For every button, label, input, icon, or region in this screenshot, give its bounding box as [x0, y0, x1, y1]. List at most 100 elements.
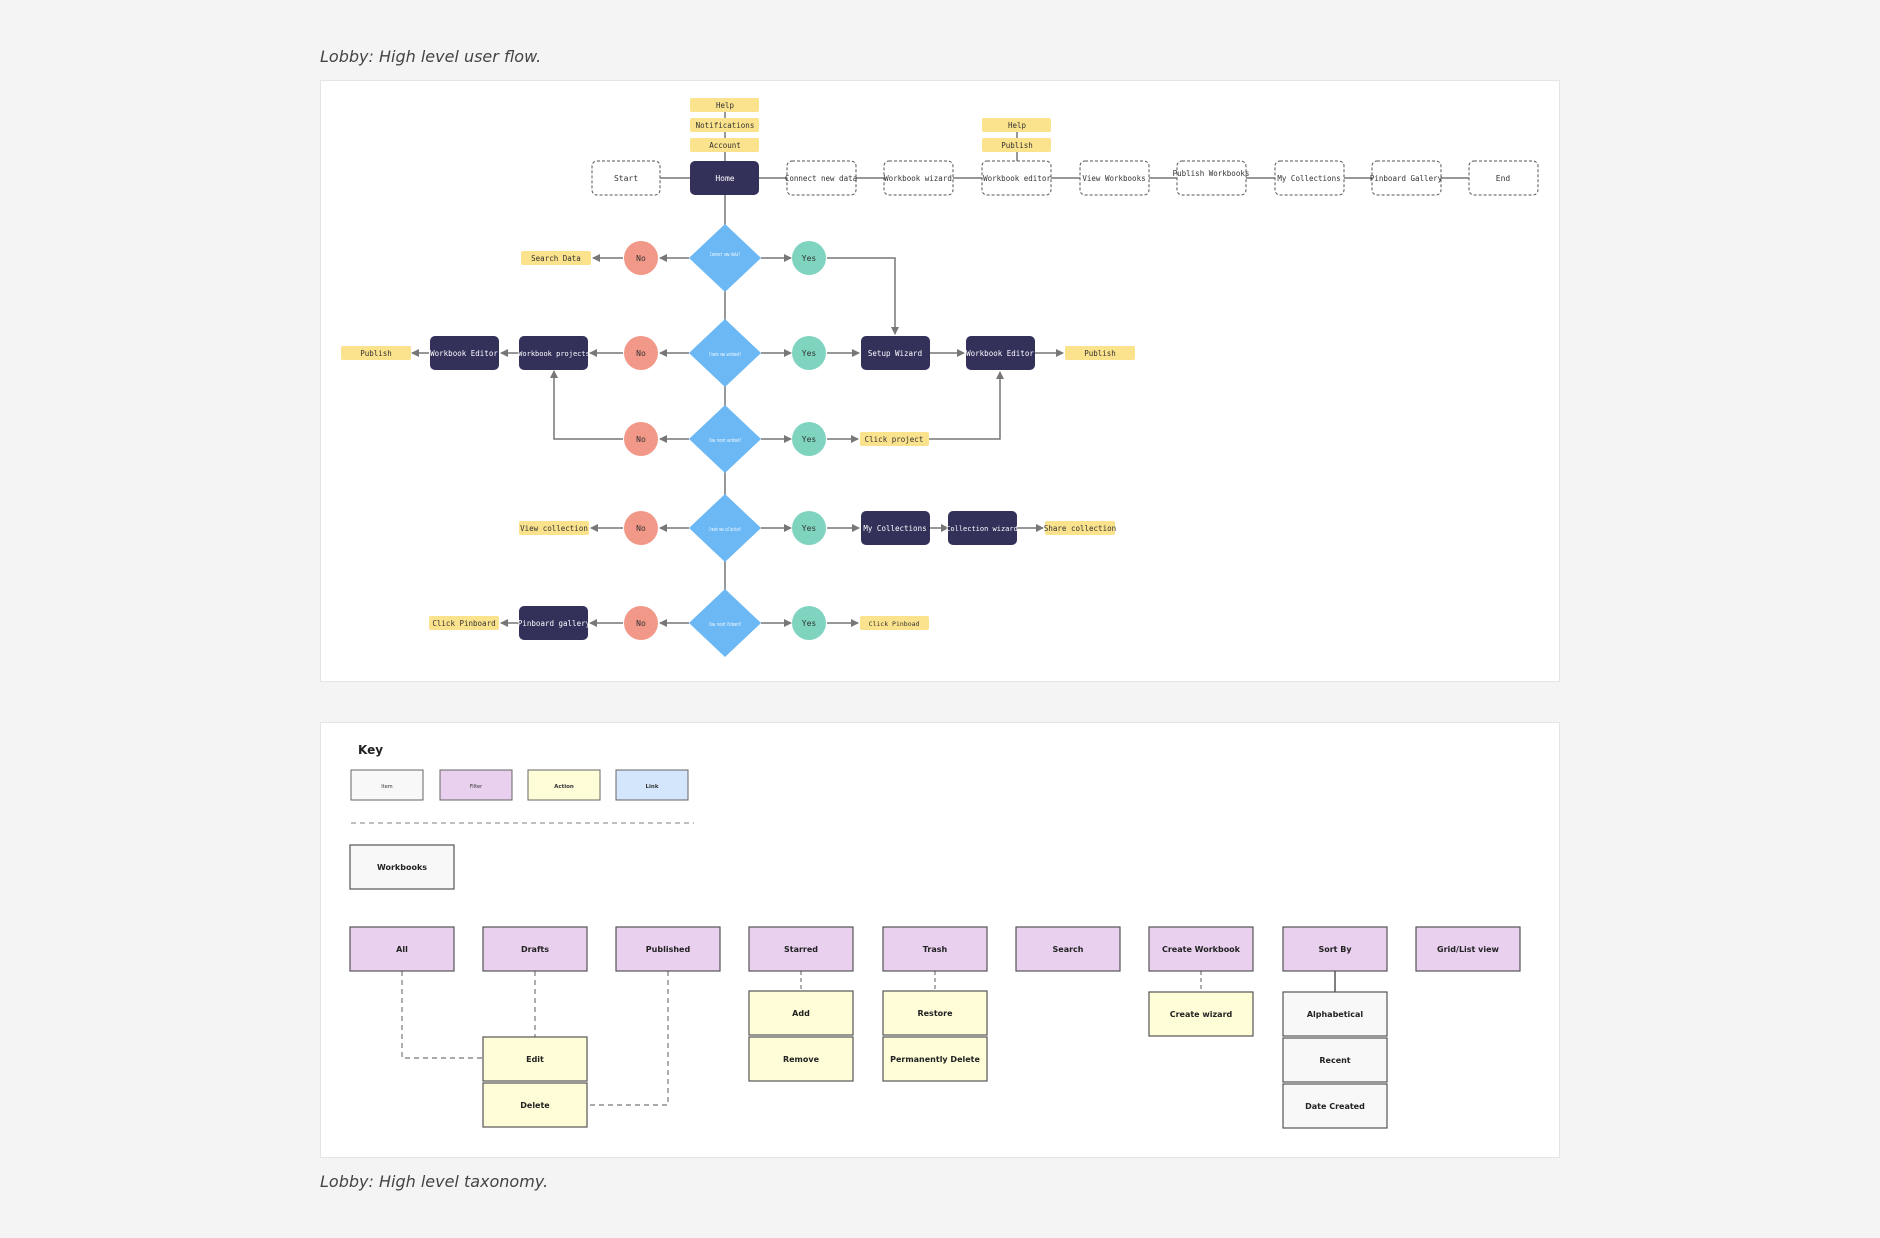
share-collection-tag[interactable]: Share collection — [1044, 521, 1116, 535]
sort-alphabetical[interactable] — [1282, 991, 1388, 1037]
filter-search-label: Search — [1053, 945, 1084, 954]
action-restore[interactable] — [882, 990, 988, 1036]
user-flow-panel: Start Home Connect new data Workbook wiz… — [320, 80, 1560, 682]
editor-publish-tag[interactable]: Publish — [1001, 141, 1033, 150]
filter-trash[interactable] — [882, 926, 988, 972]
category-filters: All Drafts Published Starred Trash Searc… — [349, 926, 1521, 972]
notifications-tag[interactable]: Notifications — [696, 121, 755, 130]
action-remove-label: Remove — [783, 1055, 820, 1064]
workbook-wizard-label: Workbook wizard — [884, 174, 952, 183]
my-collections-node: My Collections — [1274, 160, 1345, 196]
filter-drafts[interactable] — [482, 926, 588, 972]
yes-circle-2: Yes — [802, 349, 817, 358]
view-collection-tag[interactable]: View collection — [519, 521, 589, 535]
workbook-projects-label: Workbook projects — [518, 350, 590, 358]
filter-starred[interactable] — [748, 926, 854, 972]
user-flow-diagram: Start Home Connect new data Workbook wiz… — [341, 98, 1539, 657]
click-pinboard-left-label: Click Pinboard — [432, 619, 495, 628]
view-collection-label: View collection — [520, 524, 588, 533]
action-permanently-delete[interactable] — [882, 1036, 988, 1082]
no-circle-1: No — [636, 254, 646, 263]
editor-help-tag[interactable]: Help — [1008, 121, 1027, 130]
decision-view-recent-pinboard: View recent Pinboard? — [709, 622, 741, 628]
yes-circle-5: Yes — [802, 619, 817, 628]
decision-view-recent-workbook: View recent workbook? — [709, 438, 741, 444]
decision-create-new-workbook: Create new workbook? — [709, 352, 741, 358]
home-node[interactable]: Home — [690, 161, 759, 195]
publish-workbooks-node: Publish Workbooks — [1173, 160, 1249, 196]
no-yes-circles: No Yes No Yes No Yes No Yes No Yes — [624, 241, 826, 640]
pinboard-gallery-flow-node[interactable]: Pinboard gallery — [518, 606, 591, 640]
action-add[interactable] — [748, 990, 854, 1036]
click-pinboad-right-tag[interactable]: Click Pinboad — [860, 616, 929, 630]
start-label: Start — [614, 174, 638, 183]
workbook-projects-node[interactable]: Workbook projects — [518, 336, 590, 370]
taxonomy-panel: Key Item Filter Action Link Workbooks Al… — [320, 722, 1560, 1158]
workbook-editor-right-label: Workbook Editor — [966, 349, 1034, 358]
workbook-editor-left-node[interactable]: Workbook Editor — [430, 336, 499, 370]
filter-published-label: Published — [646, 945, 691, 954]
publish-left-tag[interactable]: Publish — [341, 346, 411, 360]
action-create-wizard[interactable] — [1148, 991, 1254, 1037]
workbook-editor-node: Workbook editor — [981, 160, 1052, 196]
key-item: Item — [381, 784, 393, 790]
publish-right-tag[interactable]: Publish — [1065, 346, 1135, 360]
action-boxes: Edit Delete Add Remove Restore Permanent… — [482, 990, 1254, 1128]
my-collections-flow-node[interactable]: My Collections — [861, 511, 930, 545]
action-edit[interactable] — [482, 1036, 588, 1082]
yes-circle-1: Yes — [802, 254, 817, 263]
decision-connect-new-data: Connect new data? — [710, 252, 740, 258]
flow-caption: Lobby: High level user flow. — [320, 47, 542, 66]
home-tags: Help Notifications Account — [690, 98, 759, 152]
workbooks-root-label: Workbooks — [377, 863, 427, 872]
search-data-tag[interactable]: Search Data — [521, 251, 591, 265]
key-title: Key — [358, 743, 383, 757]
filter-all[interactable] — [349, 926, 455, 972]
pinboard-gallery-label: Pinboard Gallery — [1370, 174, 1443, 183]
top-row-nodes: Start Home Connect new data Workbook wiz… — [591, 160, 1539, 196]
taxonomy-diagram: Key Item Filter Action Link Workbooks Al… — [349, 743, 1521, 1129]
workbooks-root-node: Workbooks — [349, 844, 455, 890]
publish-left-label: Publish — [360, 349, 392, 358]
workbook-editor-label: Workbook editor — [983, 174, 1051, 183]
search-data-label: Search Data — [531, 254, 581, 263]
action-delete[interactable] — [482, 1082, 588, 1128]
filter-create-workbook[interactable] — [1148, 926, 1254, 972]
key-legend: Item Filter Action Link — [350, 769, 689, 801]
no-circle-4: No — [636, 524, 646, 533]
editor-tags: Help Publish — [982, 118, 1051, 152]
account-tag[interactable]: Account — [709, 141, 741, 150]
filter-published[interactable] — [615, 926, 721, 972]
start-node: Start — [591, 160, 661, 196]
action-create-wizard-label: Create wizard — [1170, 1010, 1233, 1019]
no-circle-5: No — [636, 619, 646, 628]
filter-grid-list-view[interactable] — [1415, 926, 1521, 972]
action-remove[interactable] — [748, 1036, 854, 1082]
key-action: Action — [554, 784, 574, 790]
filter-starred-label: Starred — [784, 945, 818, 954]
filter-sort-by[interactable] — [1282, 926, 1388, 972]
sort-date-created[interactable] — [1282, 1083, 1388, 1129]
help-tag[interactable]: Help — [716, 101, 735, 110]
sort-recent[interactable] — [1282, 1037, 1388, 1083]
key-filter: Filter — [470, 784, 483, 790]
workbook-wizard-node: Workbook wizard — [883, 160, 954, 196]
key-link: Link — [646, 784, 659, 790]
filter-all-label: All — [396, 945, 408, 954]
action-edit-label: Edit — [526, 1055, 544, 1064]
my-collections-label: My Collections — [1277, 174, 1340, 183]
yes-circle-4: Yes — [802, 524, 817, 533]
filter-grid-list-view-label: Grid/List view — [1437, 945, 1499, 954]
click-pinboard-left-tag[interactable]: Click Pinboard — [429, 616, 499, 630]
filter-search[interactable] — [1015, 926, 1121, 972]
collection-wizard-node[interactable]: Collection wizard — [946, 511, 1018, 545]
click-pinboad-right-label: Click Pinboad — [869, 620, 920, 628]
setup-wizard-label: Setup Wizard — [868, 349, 922, 358]
workbook-editor-right-node[interactable]: Workbook Editor — [966, 336, 1035, 370]
click-project-tag[interactable]: Click project — [860, 432, 929, 446]
filter-trash-label: Trash — [923, 945, 948, 954]
setup-wizard-node[interactable]: Setup Wizard — [861, 336, 930, 370]
decision-create-new-collection: Create new collection? — [709, 527, 741, 533]
sort-options: Alphabetical Recent Date Created — [1282, 991, 1388, 1129]
end-label: End — [1496, 174, 1511, 183]
